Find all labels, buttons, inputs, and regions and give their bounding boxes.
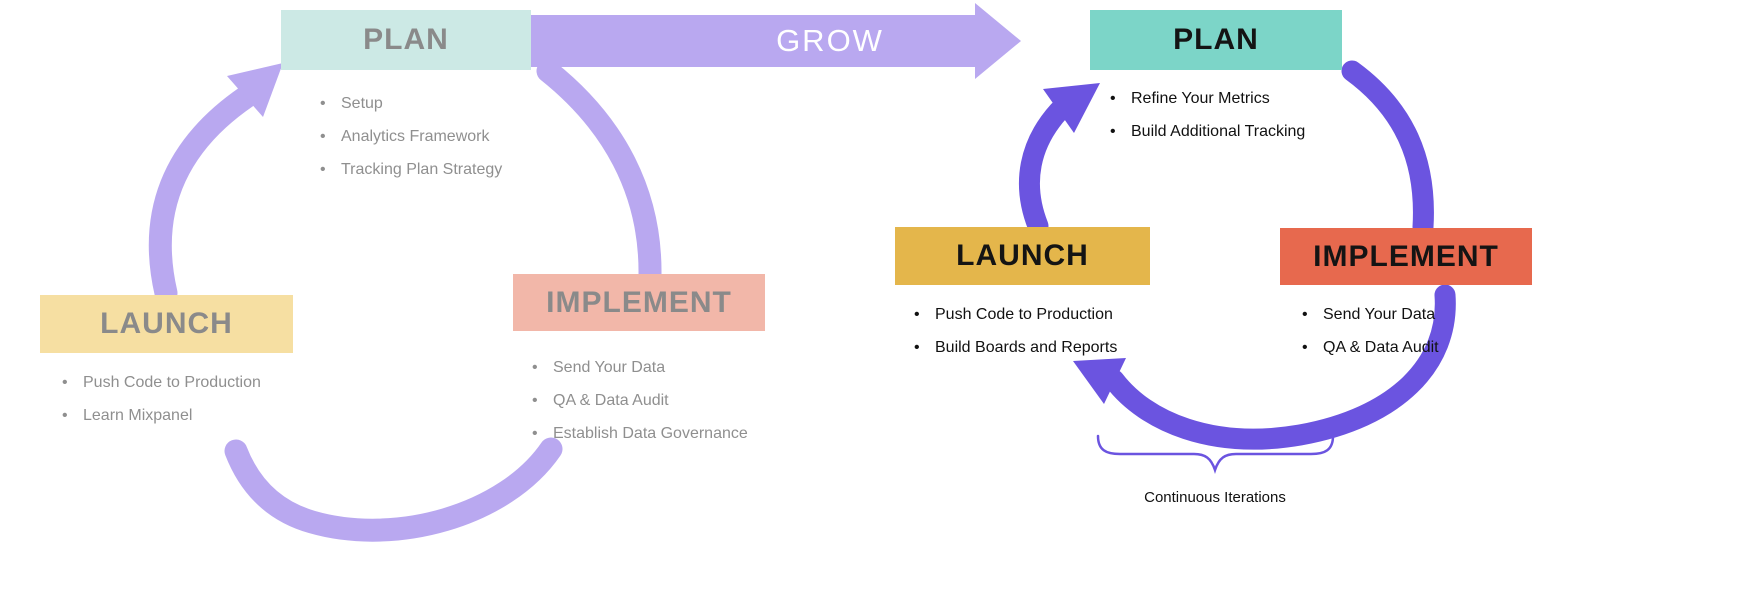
bullet-item: Learn Mixpanel bbox=[60, 406, 261, 426]
left-implement-bullets: Send Your Data QA & Data AuditEstablish D… bbox=[530, 358, 748, 457]
left-launch-box: LAUNCH bbox=[40, 295, 293, 353]
bullet-item: Refine Your Metrics bbox=[1108, 89, 1305, 109]
right-arrowhead-to-launch-icon bbox=[1073, 358, 1126, 404]
right-launch-box: LAUNCH bbox=[895, 227, 1150, 285]
right-plan-box: PLAN bbox=[1090, 10, 1342, 70]
continuous-iterations-caption: Continuous Iterations bbox=[1144, 489, 1286, 506]
bullet-item: Send Your Data bbox=[530, 358, 748, 378]
right-arrow-plan-to-implement bbox=[1341, 60, 1434, 238]
bullet-item: QA & Data Audit bbox=[1300, 338, 1439, 358]
bullet-item: Build Boards and Reports bbox=[912, 338, 1117, 358]
left-cycle-arrows bbox=[148, 59, 662, 542]
right-arrow-launch-to-plan bbox=[1018, 100, 1070, 237]
bullet-item: Tracking Plan Strategy bbox=[318, 160, 502, 180]
bullet-item: Establish Data Governance bbox=[530, 424, 748, 444]
right-implement-box: IMPLEMENT bbox=[1280, 228, 1532, 285]
left-plan-bullets: SetupAnalytics FrameworkTracking Plan St… bbox=[318, 94, 502, 193]
left-launch-bullets: Push Code to ProductionLearn Mixpanel bbox=[60, 373, 261, 439]
bullet-item: Build Additional Tracking bbox=[1108, 122, 1305, 142]
left-arrow-plan-to-implement bbox=[536, 59, 662, 287]
left-arrow-implement-to-launch bbox=[224, 437, 563, 542]
left-arrowhead-to-plan-icon bbox=[227, 63, 283, 117]
left-implement-box: IMPLEMENT bbox=[513, 274, 765, 331]
right-plan-bullets: Refine Your MetricsBuild Additional Trac… bbox=[1108, 89, 1305, 155]
bullet-item: Push Code to Production bbox=[60, 373, 261, 393]
right-launch-bullets: Push Code to ProductionBuild Boards and … bbox=[912, 305, 1117, 371]
continuous-iterations-brace-icon bbox=[1096, 434, 1335, 474]
right-arrowhead-to-plan-icon bbox=[1043, 83, 1100, 133]
right-implement-bullets: Send Your Data QA & Data Audit bbox=[1300, 305, 1439, 371]
bullet-item: Analytics Framework bbox=[318, 127, 502, 147]
bullet-item: QA & Data Audit bbox=[530, 391, 748, 411]
left-arrow-launch-to-plan bbox=[148, 85, 258, 305]
left-plan-box: PLAN bbox=[281, 10, 531, 70]
grow-arrow-shape bbox=[530, 3, 1021, 79]
bullet-item: Push Code to Production bbox=[912, 305, 1117, 325]
bullet-item: Setup bbox=[318, 94, 502, 114]
bullet-item: Send Your Data bbox=[1300, 305, 1439, 325]
